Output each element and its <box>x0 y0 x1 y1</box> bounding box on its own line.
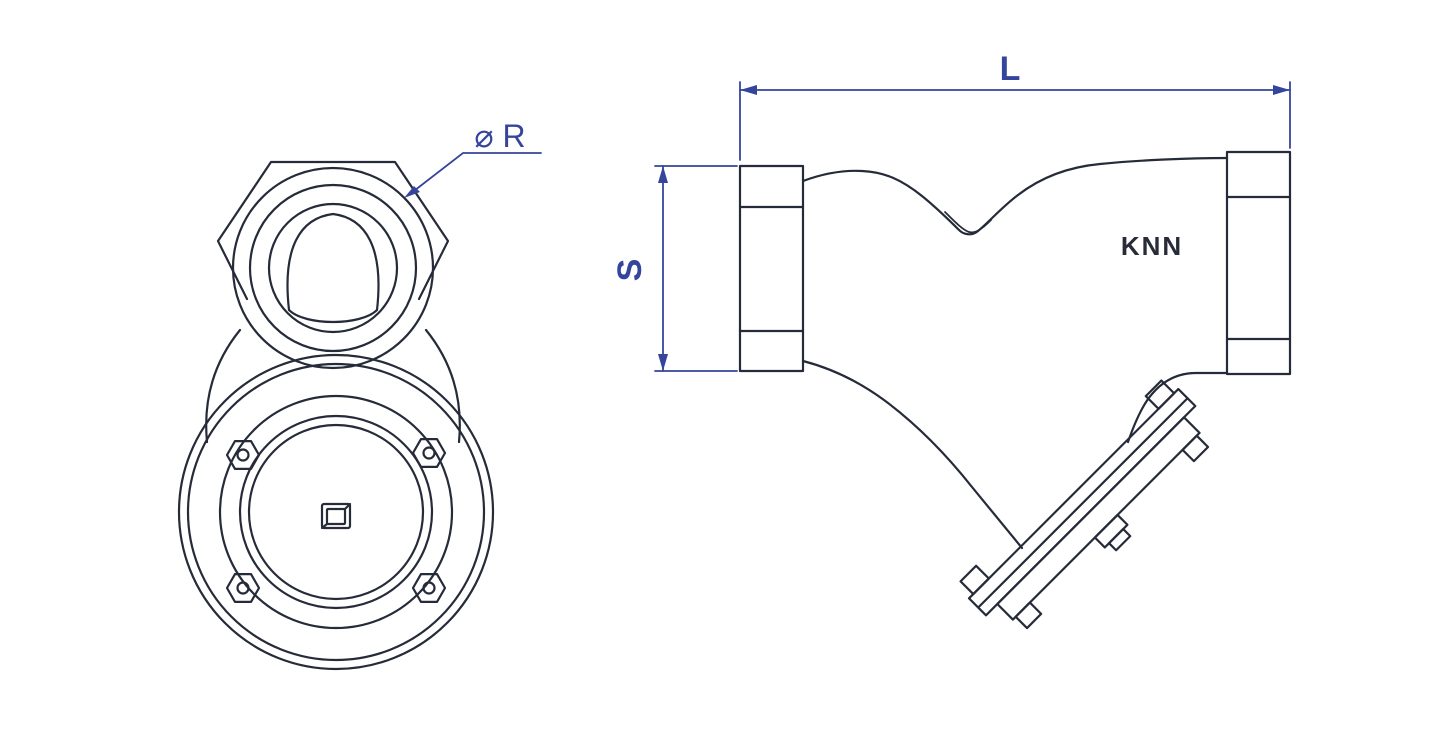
branch-bolt-nut-upper <box>1181 434 1210 463</box>
dim-S-arrow-top <box>658 166 668 183</box>
side-right-cap <box>1225 150 1292 376</box>
branch-bolt-head-lower <box>959 564 990 596</box>
branch-flange-seam <box>977 397 1189 609</box>
dim-L-arrow-left <box>740 85 757 95</box>
branch-bolt-nut-lower <box>1014 601 1043 630</box>
front-bore-circle <box>267 202 399 334</box>
branch-bolt-head-upper <box>1144 379 1176 410</box>
diameter-callout <box>409 152 542 195</box>
dim-S-arrow-bottom <box>658 354 668 371</box>
front-interior-arch <box>286 212 380 312</box>
dimension-lines <box>654 81 1291 372</box>
front-flange-outer-circle <box>177 353 495 671</box>
front-bolt-lower-right <box>411 573 447 603</box>
front-center-plug <box>320 502 352 530</box>
front-cap-inner-circle <box>247 423 425 601</box>
branch-cover-plate <box>996 416 1201 621</box>
diameter-callout-label: ⌀ R <box>474 118 525 154</box>
side-left-cap <box>738 164 805 373</box>
front-bolt-lower-left <box>225 573 261 603</box>
branch-drain-plug <box>1107 527 1132 552</box>
diameter-leader-line <box>409 152 542 195</box>
front-interior-weir <box>287 308 379 324</box>
leader-arrowhead <box>404 186 420 198</box>
brand-label: KNN <box>1121 231 1183 261</box>
front-bolt-upper-right <box>411 438 447 468</box>
front-cap-outer-circle <box>238 414 434 610</box>
height-dimension-label: S <box>611 259 649 282</box>
front-bolt-upper-left <box>225 440 261 470</box>
side-body-top-contour <box>801 156 1229 236</box>
front-hex-outline <box>216 160 450 301</box>
dim-L-arrow-right <box>1273 85 1290 95</box>
length-dimension-label: L <box>1000 50 1021 88</box>
front-cover-circle <box>218 394 454 630</box>
front-body-right-arc <box>424 328 461 444</box>
side-view <box>738 150 1292 630</box>
dimension-arrowheads <box>658 85 1290 371</box>
side-body-notch-fillet <box>944 211 992 234</box>
side-body-bottom-left <box>801 359 1024 550</box>
side-body-bottom-right <box>1126 371 1229 444</box>
front-boss-outer-circle <box>231 166 435 370</box>
front-view <box>177 160 495 671</box>
front-thread-circle <box>248 183 418 353</box>
front-flange-rim-circle <box>186 362 486 662</box>
side-branch-flange-assembly <box>959 379 1210 630</box>
diameter-callout-arrow <box>404 186 420 198</box>
front-body-left-arc <box>205 328 242 444</box>
